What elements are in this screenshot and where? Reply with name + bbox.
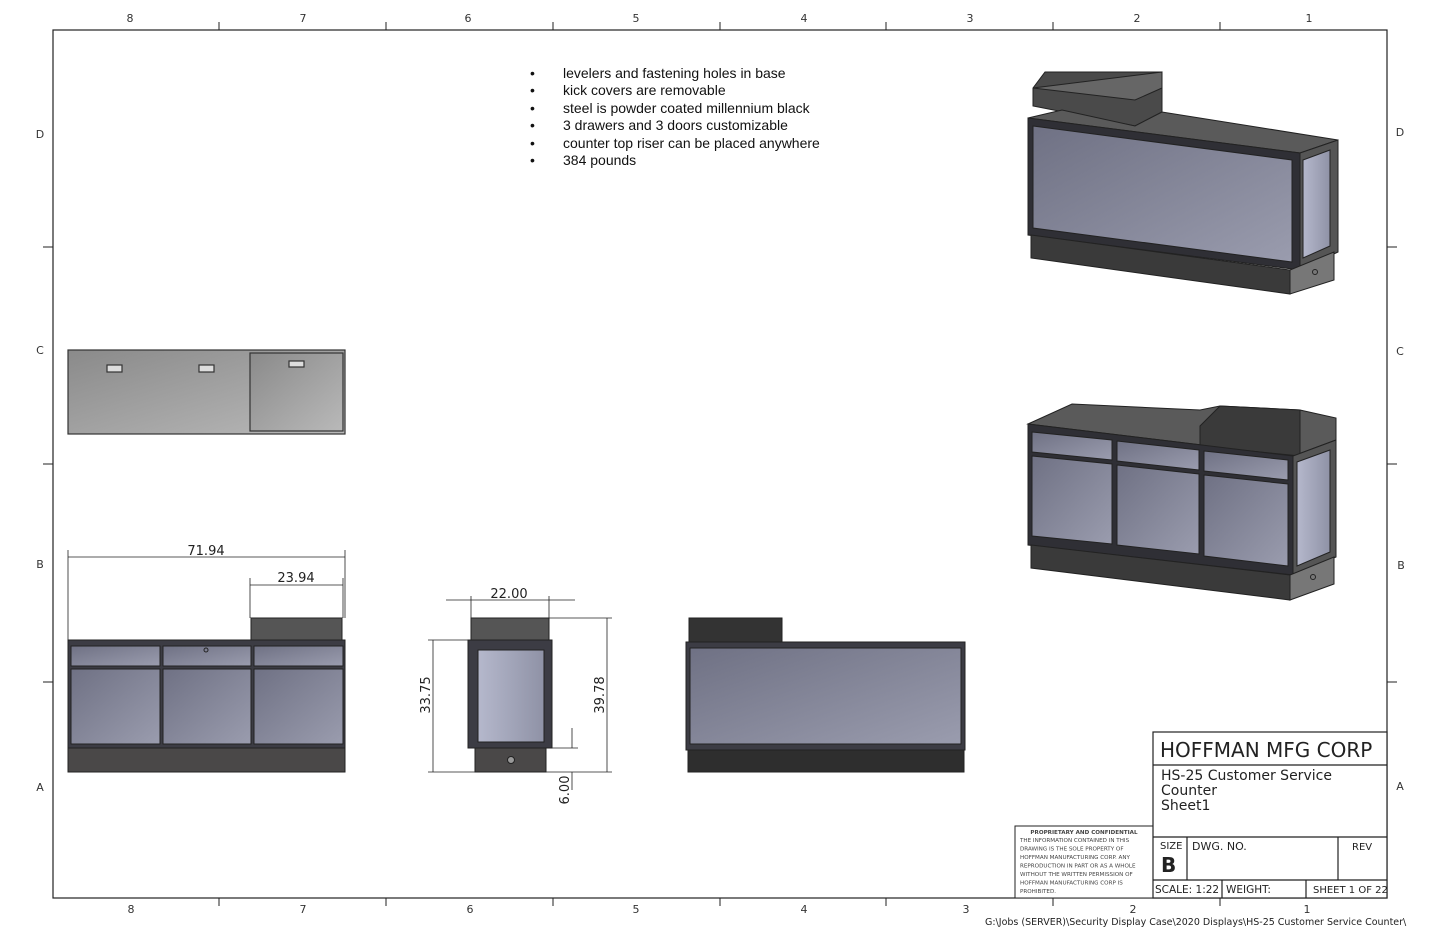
zone-label: 8: [127, 12, 134, 25]
zone-label: 8: [128, 903, 135, 916]
size-label: SIZE: [1160, 841, 1182, 852]
bullet: •: [530, 82, 535, 98]
zone-label: D: [36, 128, 44, 141]
zone-label: C: [36, 344, 44, 357]
zone-label: 6: [467, 903, 474, 916]
dim-overall-height: 39.78: [593, 676, 608, 713]
dim-depth: 22.00: [490, 587, 527, 602]
drawing-title-line1: HS-25 Customer Service: [1161, 768, 1332, 784]
dim-base-height: 6.00: [558, 776, 573, 805]
zone-ticks: [43, 22, 1397, 906]
zone-label: 3: [967, 12, 974, 25]
notes-list: • levelers and fastening holes in base •…: [530, 65, 820, 168]
zone-label: 5: [633, 12, 640, 25]
file-path: G:\Jobs (SERVER)\Security Display Case\2…: [985, 917, 1407, 928]
drawing-title-line2: Counter: [1161, 783, 1217, 799]
zone-labels-right: D C B A: [1396, 126, 1405, 793]
proprietary-line: REPRODUCTION IN PART OR AS A WHOLE: [1020, 864, 1136, 870]
isometric-view-back: [1027, 71, 1339, 295]
weight-label: WEIGHT:: [1226, 884, 1271, 896]
proprietary-line: HOFFMAN MANUFACTURING CORP IS: [1020, 881, 1123, 887]
side-view-dimensions: [428, 596, 612, 790]
bullet: •: [530, 117, 535, 133]
zone-label: 3: [963, 903, 970, 916]
zone-labels-left: D C B A: [36, 128, 44, 794]
bullet: •: [530, 135, 535, 151]
zone-labels-bottom: 8 7 6 5 4 3 2 1: [128, 903, 1311, 916]
zone-label: 4: [801, 903, 808, 916]
zone-label: 1: [1306, 12, 1313, 25]
zone-label: 7: [300, 12, 307, 25]
drawing-title-line3: Sheet1: [1161, 798, 1210, 814]
zone-label: C: [1396, 345, 1404, 358]
dim-overall-width: 71.94: [187, 544, 224, 559]
note-item: kick covers are removable: [563, 82, 726, 98]
back-view: [685, 617, 966, 773]
zone-label: 7: [300, 903, 307, 916]
note-item: 3 drawers and 3 doors customizable: [563, 117, 788, 133]
proprietary-heading: PROPRIETARY AND CONFIDENTIAL: [1030, 830, 1138, 836]
dwg-no-label: DWG. NO.: [1192, 840, 1247, 853]
zone-label: 4: [801, 12, 808, 25]
sheet-label: SHEET 1 OF 22: [1313, 885, 1388, 896]
zone-label: 1: [1304, 903, 1311, 916]
zone-labels-top: 8 7 6 5 4 3 2 1: [127, 12, 1313, 25]
note-item: counter top riser can be placed anywhere: [563, 135, 820, 151]
handle-icon: [198, 364, 215, 373]
zone-label: B: [36, 558, 44, 571]
proprietary-line: PROHIBITED.: [1020, 889, 1056, 895]
company-name: HOFFMAN MFG CORP: [1160, 738, 1372, 762]
dim-riser-width: 23.94: [277, 571, 314, 586]
side-view: [467, 617, 553, 773]
handle-icon: [288, 360, 305, 368]
note-item: 384 pounds: [563, 152, 636, 168]
scale-label: SCALE: 1:22: [1155, 884, 1219, 896]
bullet: •: [530, 65, 535, 81]
zone-label: D: [1396, 126, 1404, 139]
proprietary-line: WITHOUT THE WRITTEN PERMISSION OF: [1020, 872, 1133, 878]
zone-label: 2: [1130, 903, 1137, 916]
proprietary-line: THE INFORMATION CONTAINED IN THIS: [1019, 838, 1130, 844]
rev-label: REV: [1352, 842, 1372, 853]
bullet: •: [530, 152, 535, 168]
dim-counter-height: 33.75: [419, 676, 434, 713]
zone-label: A: [36, 781, 44, 794]
title-block: [1152, 731, 1388, 899]
bullet: •: [530, 100, 535, 116]
top-view: [67, 349, 346, 435]
zone-label: A: [1396, 780, 1404, 793]
front-view: [67, 617, 346, 773]
zone-label: 2: [1134, 12, 1141, 25]
dimension-overall-width: [67, 550, 346, 640]
proprietary-line: DRAWING IS THE SOLE PROPERTY OF: [1020, 847, 1124, 853]
handle-icon: [106, 364, 123, 373]
zone-label: 5: [633, 903, 640, 916]
zone-label: B: [1397, 559, 1405, 572]
proprietary-notice: PROPRIETARY AND CONFIDENTIAL THE INFORMA…: [1014, 825, 1154, 899]
proprietary-line: HOFFMAN MANUFACTURING CORP. ANY: [1020, 855, 1131, 861]
zone-label: 6: [465, 12, 472, 25]
size-value: B: [1161, 853, 1176, 877]
note-item: steel is powder coated millennium black: [563, 100, 811, 116]
isometric-view-front: [1026, 403, 1337, 601]
note-item: levelers and fastening holes in base: [563, 65, 786, 81]
